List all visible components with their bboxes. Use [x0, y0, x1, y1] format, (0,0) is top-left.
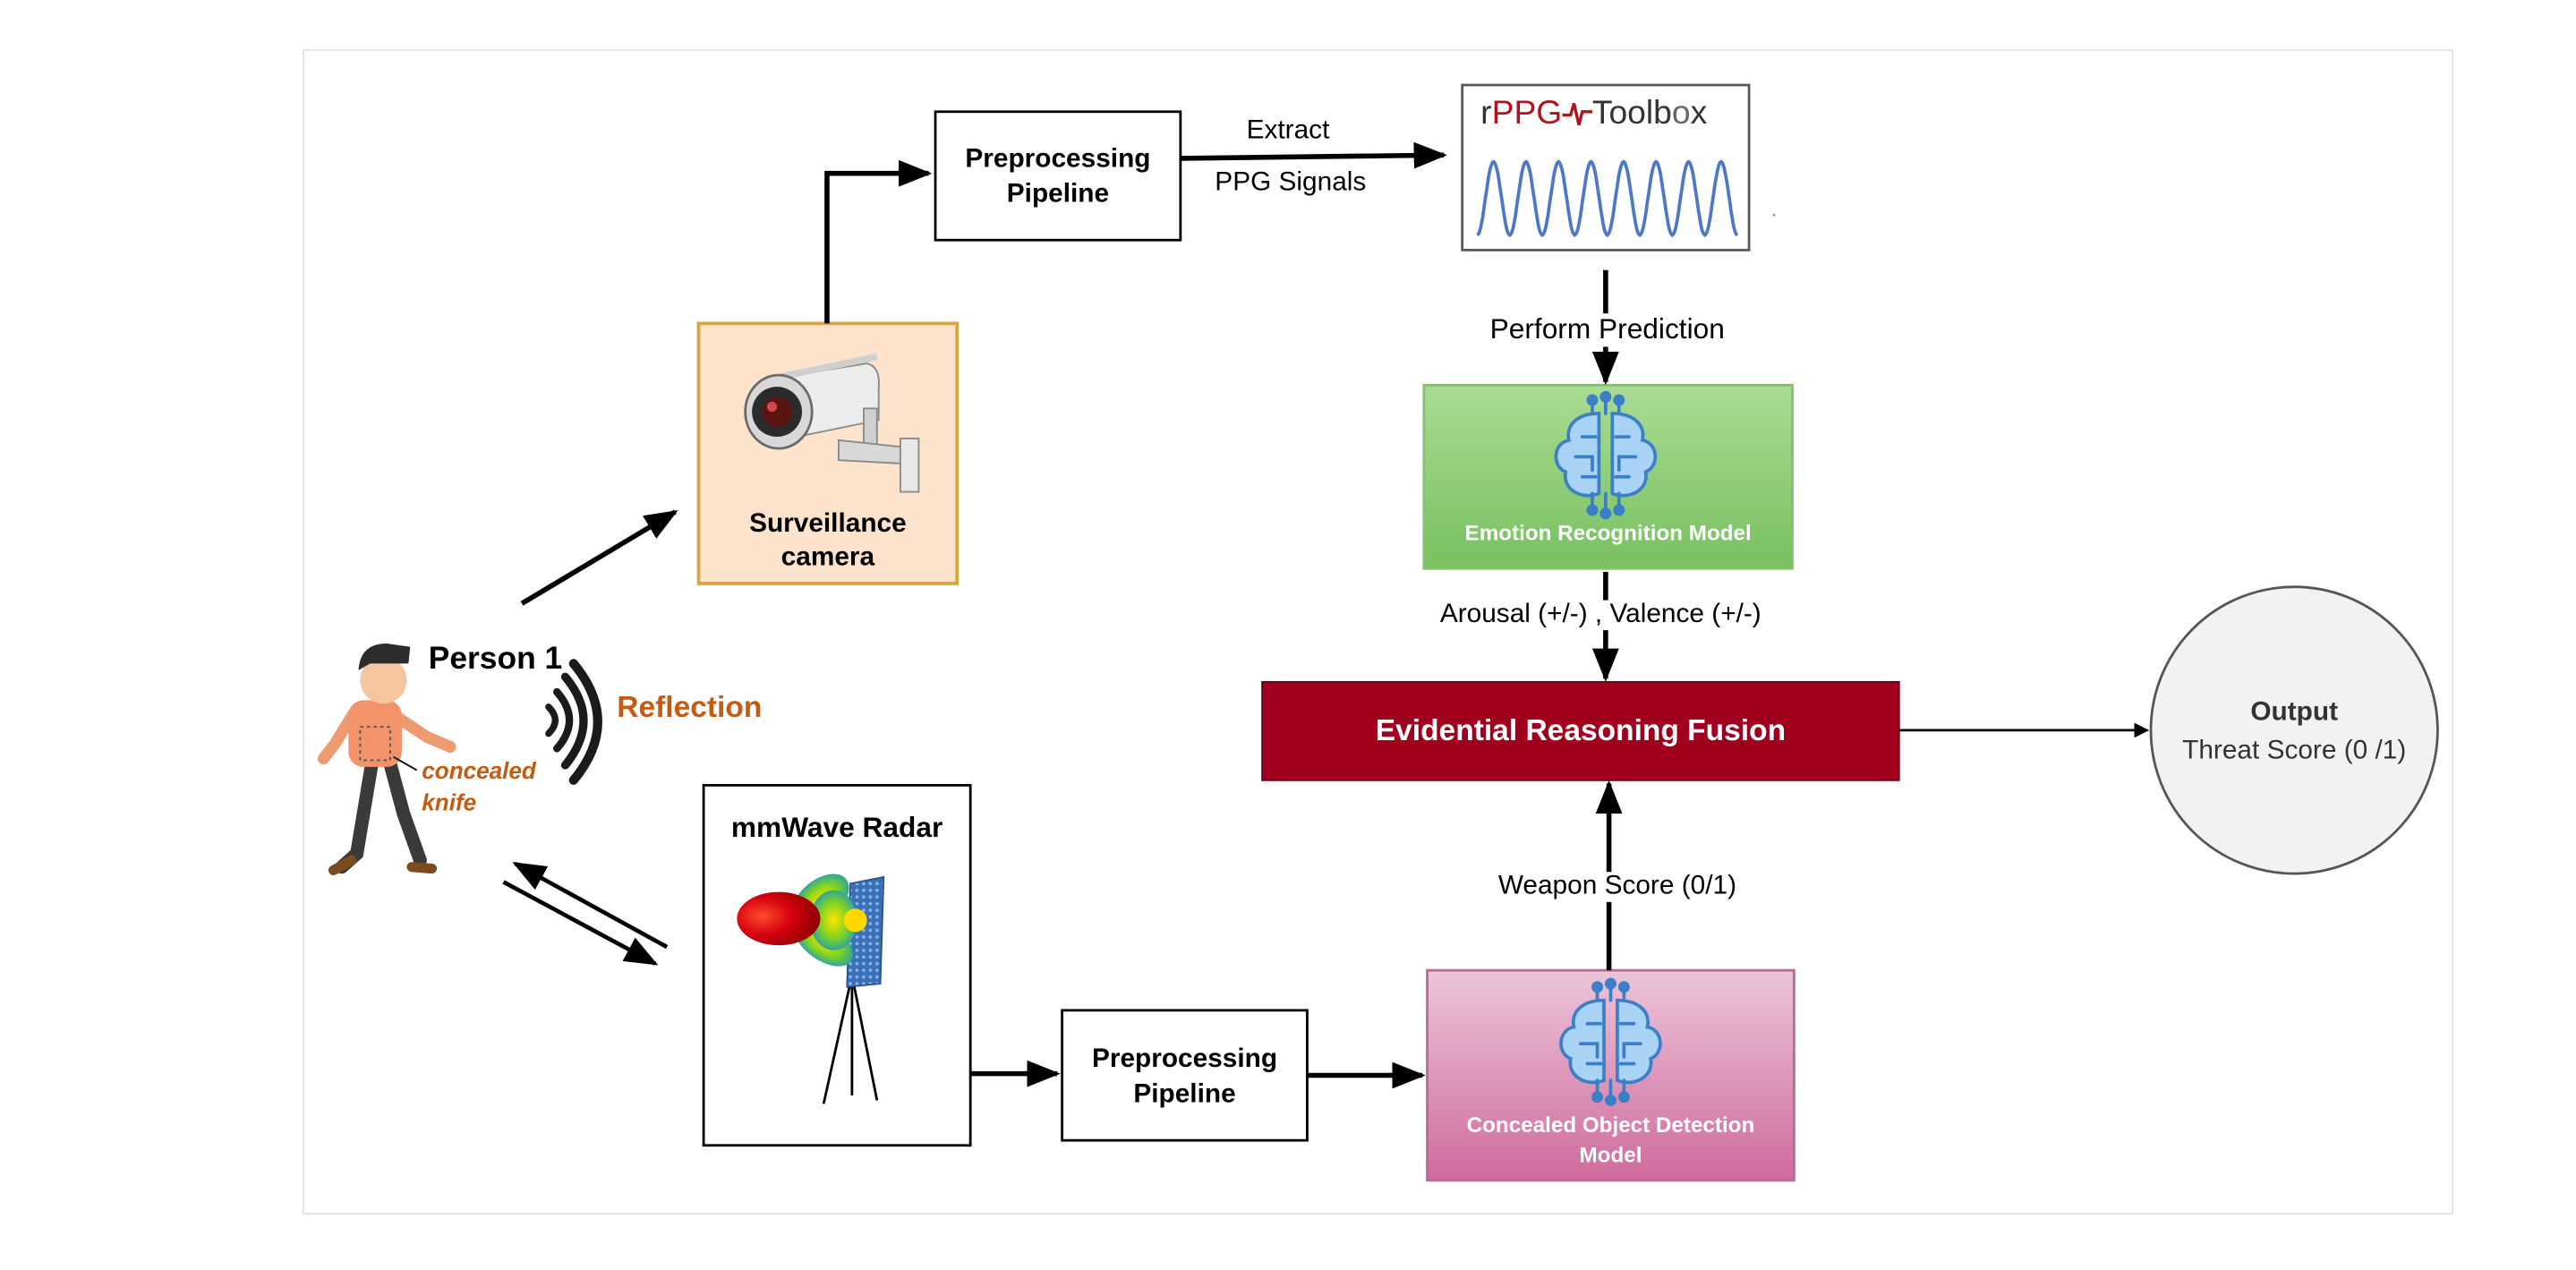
output-value: Threat Score (0 /1)	[2182, 737, 2407, 766]
emotion-recognition-model-label: Emotion Recognition Model	[1464, 520, 1752, 546]
sine-wave-icon	[1476, 159, 1739, 238]
emotion-recognition-model-box	[1422, 383, 1794, 570]
preprocessing-pipeline-bottom-box	[1061, 1009, 1309, 1142]
concealed-object-detection-model-label: Concealed Object Detection Model	[1428, 1111, 1795, 1171]
reflection-label: Reflection	[617, 690, 763, 724]
cctv-camera-icon	[744, 353, 920, 493]
concealed-item-line2: knife	[422, 788, 477, 815]
surveillance-camera-line1: Surveillance	[749, 510, 907, 539]
concealed-item-line1: concealed	[422, 756, 536, 784]
weapon-score-label: Weapon Score (0/1)	[1450, 872, 1785, 902]
diagram-frame	[303, 48, 2454, 1215]
preprocessing-pipeline-top-box	[934, 110, 1182, 242]
concealed-object-detection-model-box	[1426, 968, 1796, 1182]
reflection-waves-icon	[545, 659, 602, 785]
preprocessing-pipeline-top-label: Preprocessing Pipeline	[935, 141, 1181, 211]
radar-to-person-arrow	[512, 861, 669, 950]
evidential-reasoning-fusion-label: Evidential Reasoning Fusion	[1375, 713, 1787, 747]
mmwave-radar-label: mmWave Radar	[730, 812, 943, 844]
concealed-model-line1: Concealed Object Detection	[1466, 1112, 1755, 1138]
person-icon	[317, 644, 456, 875]
preprocessing-top-line2: Pipeline	[1006, 180, 1110, 209]
preprocessing-to-toolbox-arrow	[1180, 141, 1447, 169]
preprocessing-top-line1: Preprocessing	[965, 145, 1151, 174]
stray-dot	[1772, 213, 1776, 217]
brain-circuit-icon	[1559, 977, 1662, 1106]
perform-prediction-label: Perform Prediction	[1440, 313, 1775, 347]
rppg-toolbox-logo: rPPG Toolbox	[1480, 95, 1707, 133]
person-to-radar-arrow	[502, 880, 659, 966]
person-to-camera-arrow	[520, 509, 678, 606]
rppg-ppg: PPG	[1491, 95, 1563, 132]
extract-label: Extract	[1246, 116, 1330, 146]
person-label: Person 1	[428, 642, 563, 678]
rppg-r: r	[1480, 95, 1492, 132]
evidential-reasoning-fusion-box	[1261, 680, 1900, 781]
camera-to-preprocessing-arrow	[824, 159, 933, 324]
preprocessing-bottom-line2: Pipeline	[1133, 1080, 1236, 1109]
output-title: Output	[2250, 698, 2339, 728]
preprocessing-bottom-line1: Preprocessing	[1091, 1044, 1278, 1074]
surveillance-camera-line2: camera	[780, 543, 875, 572]
arousal-valence-label: Arousal (+/-) , Valence (+/-)	[1400, 600, 1801, 631]
rppg-x: x	[1690, 95, 1708, 132]
concealed-model-line2: Model	[1579, 1142, 1642, 1167]
radar-radiation-pattern-icon	[737, 874, 885, 1104]
heartbeat-icon	[1562, 98, 1592, 126]
rppg-o: o	[1671, 95, 1691, 132]
rppg-tool: Toolb	[1591, 95, 1672, 132]
surveillance-camera-label: Surveillance camera	[699, 508, 958, 575]
brain-circuit-icon	[1554, 390, 1658, 520]
concealed-item-label: concealed knife	[422, 755, 536, 819]
output-circle	[2149, 585, 2439, 875]
preprocessing-pipeline-bottom-label: Preprocessing Pipeline	[1062, 1042, 1308, 1112]
ppg-signals-label: PPG Signals	[1215, 168, 1367, 197]
